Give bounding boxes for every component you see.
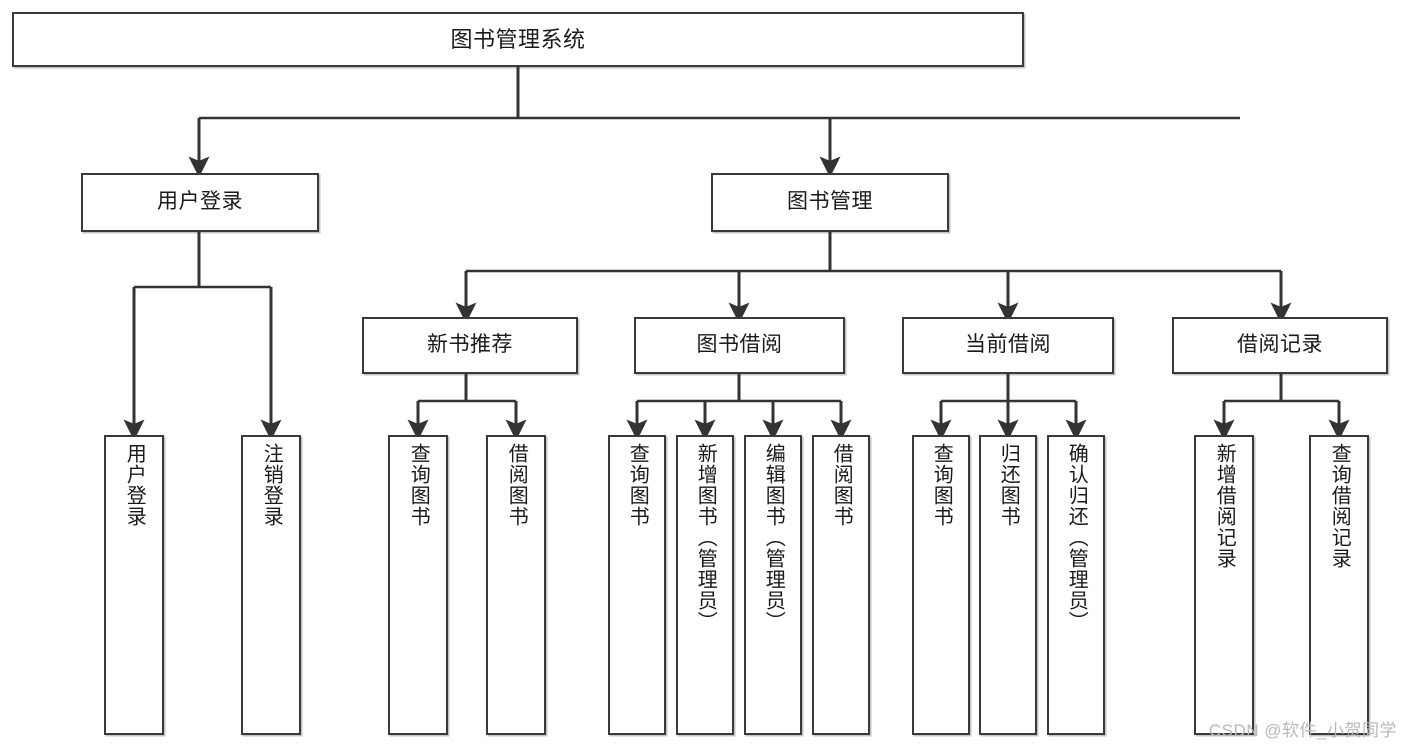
leaf-confirm-return-admin-label: 确认归还（管理员） [1065,443,1088,632]
node-root-system[interactable]: 图书管理系统 [12,12,1024,67]
node-borrow-record[interactable]: 借阅记录 [1172,317,1388,374]
leaf-user-login[interactable]: 用户登录 [104,435,164,735]
leaf-edit-book-admin[interactable]: 编辑图书（管理员） [744,435,802,735]
leaf-add-book-admin[interactable]: 新增图书（管理员） [676,435,734,735]
leaf-query-borrow-record[interactable]: 查询借阅记录 [1309,435,1369,735]
leaf-add-borrow-record-label: 新增借阅记录 [1213,443,1236,569]
watermark: CSDN @软件_小贺同学 [1208,721,1397,740]
leaf-borrow-book-recommend-label: 借阅图书 [505,443,528,527]
leaf-confirm-return-admin[interactable]: 确认归还（管理员） [1047,435,1105,735]
leaf-return-book-label: 归还图书 [997,443,1020,527]
node-user-login[interactable]: 用户登录 [81,173,319,232]
node-book-management[interactable]: 图书管理 [711,173,949,232]
leaf-query-book-recommend[interactable]: 查询图书 [388,435,448,735]
node-borrow-record-label: 借阅记录 [1237,333,1323,357]
leaf-borrow-book[interactable]: 借阅图书 [812,435,870,735]
node-user-login-label: 用户登录 [157,190,243,214]
node-current-borrow-label: 当前借阅 [965,333,1051,357]
node-book-borrow[interactable]: 图书借阅 [634,317,845,374]
node-new-book-recommend-label: 新书推荐 [427,333,513,357]
node-book-borrow-label: 图书借阅 [696,333,783,357]
leaf-query-book-current-label: 查询图书 [930,443,953,527]
leaf-borrow-book-label: 借阅图书 [830,443,853,527]
node-current-borrow[interactable]: 当前借阅 [902,317,1114,374]
node-book-management-label: 图书管理 [787,190,873,214]
node-root-label: 图书管理系统 [450,26,586,52]
leaf-return-book[interactable]: 归还图书 [979,435,1037,735]
leaf-edit-book-admin-label: 编辑图书（管理员） [762,443,785,632]
leaf-query-borrow-record-label: 查询借阅记录 [1328,443,1351,569]
leaf-query-book-current[interactable]: 查询图书 [912,435,970,735]
leaf-borrow-book-recommend[interactable]: 借阅图书 [486,435,546,735]
leaf-query-book-borrow[interactable]: 查询图书 [608,435,666,735]
leaf-user-login-label: 用户登录 [123,443,146,527]
node-new-book-recommend[interactable]: 新书推荐 [362,317,578,374]
leaf-query-book-recommend-label: 查询图书 [407,443,430,527]
leaf-logout[interactable]: 注销登录 [241,435,301,735]
leaf-add-book-admin-label: 新增图书（管理员） [694,443,717,632]
leaf-add-borrow-record[interactable]: 新增借阅记录 [1194,435,1254,735]
leaf-logout-label: 注销登录 [260,443,283,527]
leaf-query-book-borrow-label: 查询图书 [626,443,649,527]
